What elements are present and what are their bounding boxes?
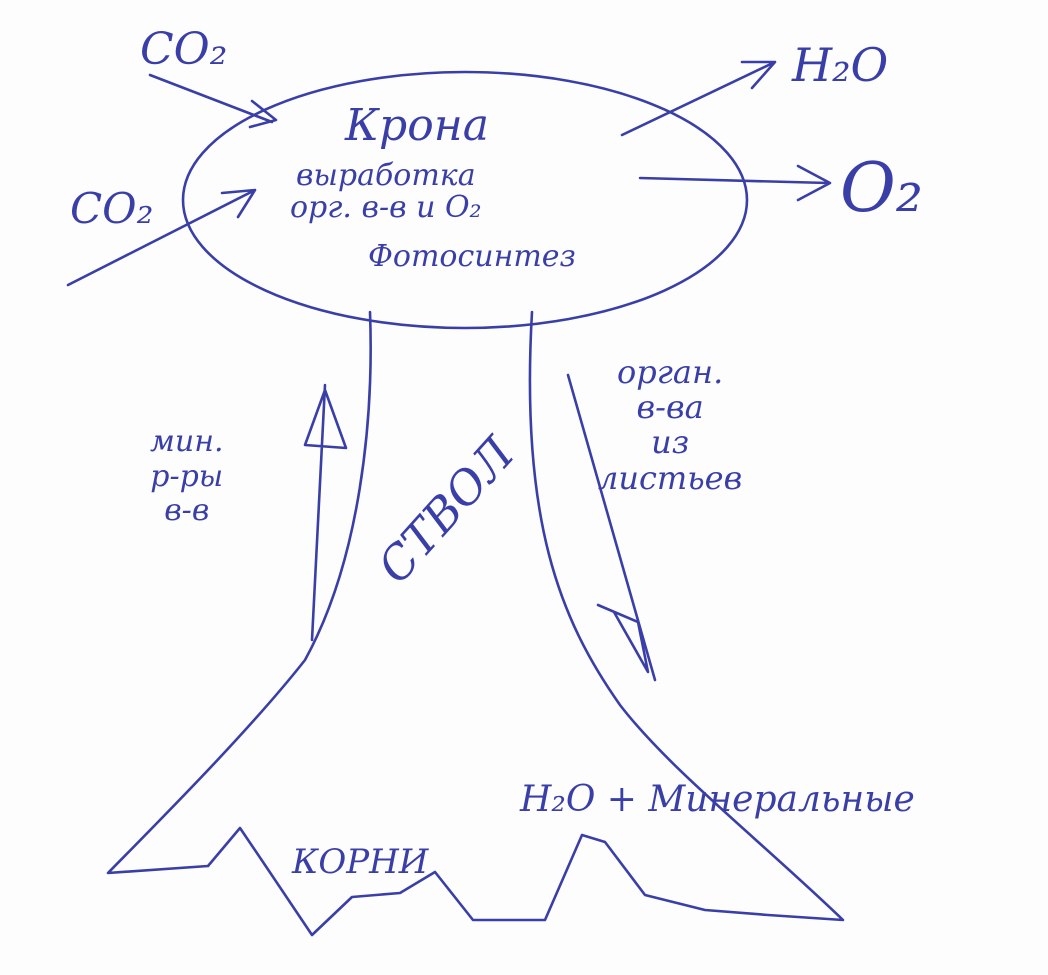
oxygen-output-label: O₂ [840,149,924,228]
upward-flow-label: мин. р-ры в-в [150,424,224,528]
co2-top-arrow [148,73,278,129]
up-arrow [303,383,348,642]
down-arrow [566,373,657,682]
oxygen-out-arrow [638,164,832,202]
water-out-arrow [620,60,777,137]
soil-label: H₂O + Минеральные [520,779,915,820]
crown-title: Крона [345,100,489,151]
crown-ellipse [181,70,749,330]
trunk-outline [106,310,845,937]
crown-subtitle: выработка орг. в-в и O₂ [290,158,482,225]
water-output-label: H₂O [792,38,889,92]
co2-left-label: CO₂ [70,184,154,233]
roots-label: КОРНИ [292,842,429,882]
photosynthesis-label: Фотосинтез [368,239,576,274]
co2-left-arrow [66,188,257,287]
co2-top-label: CO₂ [140,24,228,75]
downward-flow-label: орган. в-ва из листьев [598,353,743,497]
